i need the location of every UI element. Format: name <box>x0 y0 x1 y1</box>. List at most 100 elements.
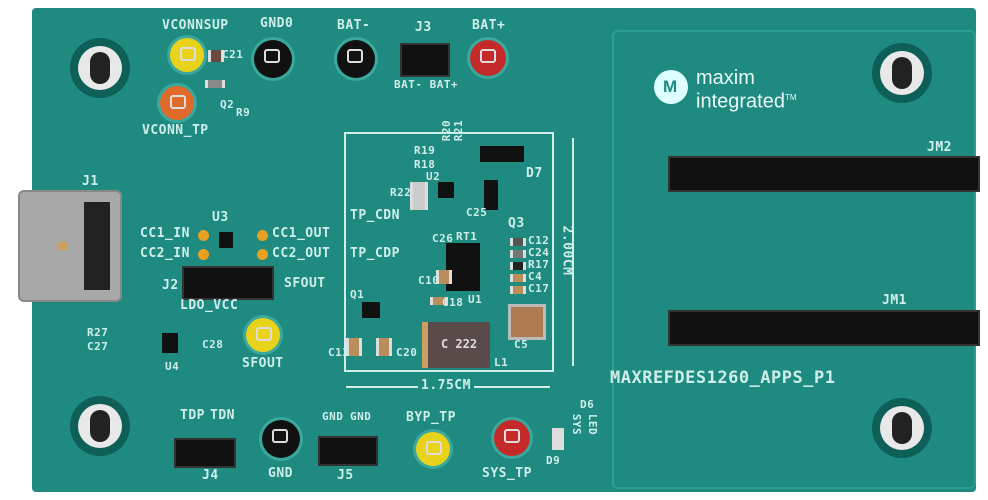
label-c24: C24 <box>528 246 550 259</box>
jumper-j4[interactable] <box>174 438 236 468</box>
transistor-q3 <box>484 180 498 210</box>
label-c12: C12 <box>528 234 550 247</box>
label-cc2-out: CC2_OUT <box>272 246 331 261</box>
header-jm2[interactable] <box>668 156 980 192</box>
label-sys: SYS <box>570 413 584 436</box>
test-point-gnd[interactable] <box>262 420 300 458</box>
label-c13: C13 <box>328 346 350 359</box>
label-gnd-b: GND <box>350 410 372 423</box>
capacitor-c21 <box>208 50 224 62</box>
label-gnd: GND <box>268 466 293 481</box>
dimension-height: 2.00CM <box>559 225 575 276</box>
test-point-vconn-tp[interactable] <box>160 86 194 120</box>
resistor-r17 <box>510 262 526 270</box>
label-vconn-tp: VCONN_TP <box>142 123 209 138</box>
label-c17: C17 <box>528 282 550 295</box>
test-point-vconnsup[interactable] <box>170 38 204 72</box>
test-point-sys-tp[interactable] <box>494 420 530 456</box>
test-point-sfout[interactable] <box>246 318 280 352</box>
label-vconnsup: VCONNSUP <box>162 18 229 33</box>
label-led: LED <box>586 413 600 436</box>
capacitor-c10 <box>436 270 452 284</box>
label-sfout: SFOUT <box>242 356 284 371</box>
capacitor-c5 <box>508 304 546 340</box>
label-c27: C27 <box>87 340 109 353</box>
mounting-hole <box>872 398 932 458</box>
usb-c-connector-j1[interactable] <box>18 190 122 302</box>
label-byp-tp: BYP_TP <box>406 410 456 425</box>
label-j3: J3 <box>415 20 432 35</box>
dimension-width: 1.75CM <box>418 378 474 393</box>
label-gnd0: GND0 <box>260 16 294 31</box>
maxim-logo-icon: M <box>654 70 688 104</box>
test-point-bat-plus[interactable] <box>470 40 506 76</box>
label-q1: Q1 <box>350 288 365 301</box>
pcb-board: VCONNSUP VCONN_TP C21 Q2 R9 GND0 BAT- J3… <box>18 8 980 492</box>
test-point-bat-minus[interactable] <box>337 40 375 78</box>
brand-name: maxim integratedTM <box>696 67 797 113</box>
dimension-line-vertical <box>572 138 574 366</box>
label-r22: R22 <box>390 186 412 199</box>
pad-cc2-in <box>198 249 209 260</box>
label-l1: L1 <box>494 356 509 369</box>
label-tdn: TDN <box>210 408 235 423</box>
label-j5: J5 <box>337 468 354 483</box>
label-c26: C26 <box>432 232 454 245</box>
ic-u3 <box>219 232 233 248</box>
label-r17: R17 <box>528 258 550 271</box>
ic-u4 <box>162 333 178 353</box>
label-u2: U2 <box>426 170 441 183</box>
label-c28: C28 <box>202 338 224 351</box>
label-rt1: RT1 <box>456 230 478 243</box>
label-c10: C10 <box>418 274 440 287</box>
label-jm2: JM2 <box>927 140 952 155</box>
label-tp-cdn: TP_CDN <box>350 208 400 223</box>
jumper-j2[interactable] <box>182 266 274 300</box>
header-jm1[interactable] <box>668 310 980 346</box>
led-d9 <box>552 428 564 450</box>
label-c25: C25 <box>466 206 488 219</box>
capacitor-c18 <box>430 297 448 305</box>
label-q3: Q3 <box>508 216 525 231</box>
label-bat-pair: BAT- BAT+ <box>394 78 459 91</box>
jumper-j5[interactable] <box>318 436 378 466</box>
label-c4: C4 <box>528 270 543 283</box>
ic-u2 <box>438 182 454 198</box>
label-u1: U1 <box>468 293 483 306</box>
mounting-hole <box>70 38 130 98</box>
capacitor-c20 <box>376 338 392 356</box>
label-ldo-vcc: LDO_VCC <box>180 298 239 313</box>
capacitor-c12 <box>510 238 526 246</box>
resistor-r22 <box>410 182 428 210</box>
label-r19: R19 <box>414 144 436 157</box>
label-sfout-top: SFOUT <box>284 276 326 291</box>
transistor-q1 <box>362 302 380 318</box>
label-r27: R27 <box>87 326 109 339</box>
transistor-q2 <box>205 80 225 88</box>
label-cc2-in: CC2_IN <box>140 246 190 261</box>
label-cc1-out: CC1_OUT <box>272 226 331 241</box>
label-r21: R21 <box>452 119 466 142</box>
label-gnd-a: GND <box>322 410 344 423</box>
label-c20: C20 <box>396 346 418 359</box>
layout-outline <box>344 132 554 372</box>
label-sys-tp: SYS_TP <box>482 466 532 481</box>
label-jm1: JM1 <box>882 293 907 308</box>
label-j1: J1 <box>82 174 99 189</box>
diode-d7 <box>480 146 524 162</box>
label-u4: U4 <box>165 360 180 373</box>
pad-cc1-out <box>257 230 268 241</box>
label-tdp: TDP <box>180 408 205 423</box>
module-area <box>612 30 976 489</box>
label-cc1-in: CC1_IN <box>140 226 190 241</box>
mounting-hole <box>70 396 130 456</box>
label-r18: R18 <box>414 158 436 171</box>
label-d6: D6 <box>580 398 595 411</box>
label-bat-minus: BAT- <box>337 18 371 33</box>
label-c5: C5 <box>514 338 529 351</box>
test-point-byp-tp[interactable] <box>416 432 450 466</box>
inductor-l1: C 222 <box>422 322 490 368</box>
test-point-gnd0[interactable] <box>254 40 292 78</box>
jumper-j3[interactable] <box>400 43 450 77</box>
label-u3: U3 <box>212 210 229 225</box>
